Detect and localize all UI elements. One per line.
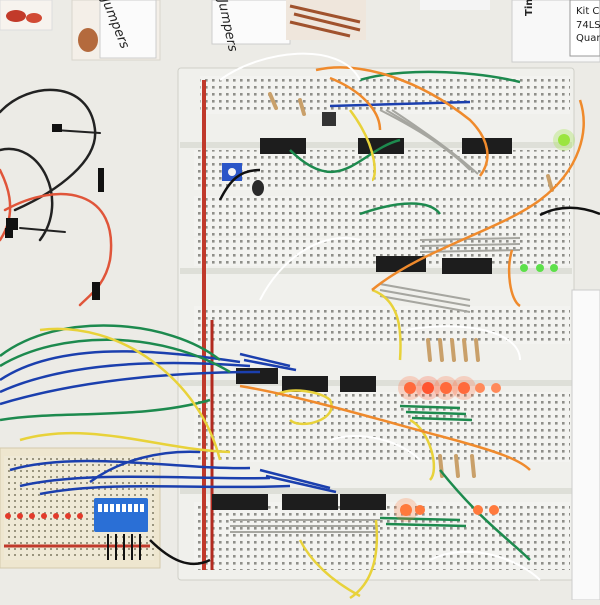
ic-chips <box>212 138 512 510</box>
kit-label-line: 74LS245 <box>576 20 600 31</box>
led-row-upper <box>398 376 501 400</box>
black-jumper-wires <box>149 168 600 566</box>
green-leds <box>520 129 575 272</box>
led-row-lower <box>394 498 499 522</box>
kit-label-line: Kit C <box>576 6 600 17</box>
yellow-jumper-wires <box>19 109 436 600</box>
bag-label: Tiny <box>524 0 535 16</box>
push-button <box>322 112 336 126</box>
blue-jumper-bundle <box>0 100 471 496</box>
kit-label-line: Quant.: 8 <box>576 33 600 44</box>
paper-sheet <box>571 289 600 601</box>
capacitor <box>252 180 264 196</box>
white-jumper-wires <box>219 52 541 581</box>
small-breadboard <box>0 447 161 569</box>
gray-ribbon-cables <box>230 109 521 533</box>
component-bags <box>0 0 600 63</box>
loose-jumper-wires <box>0 88 113 307</box>
